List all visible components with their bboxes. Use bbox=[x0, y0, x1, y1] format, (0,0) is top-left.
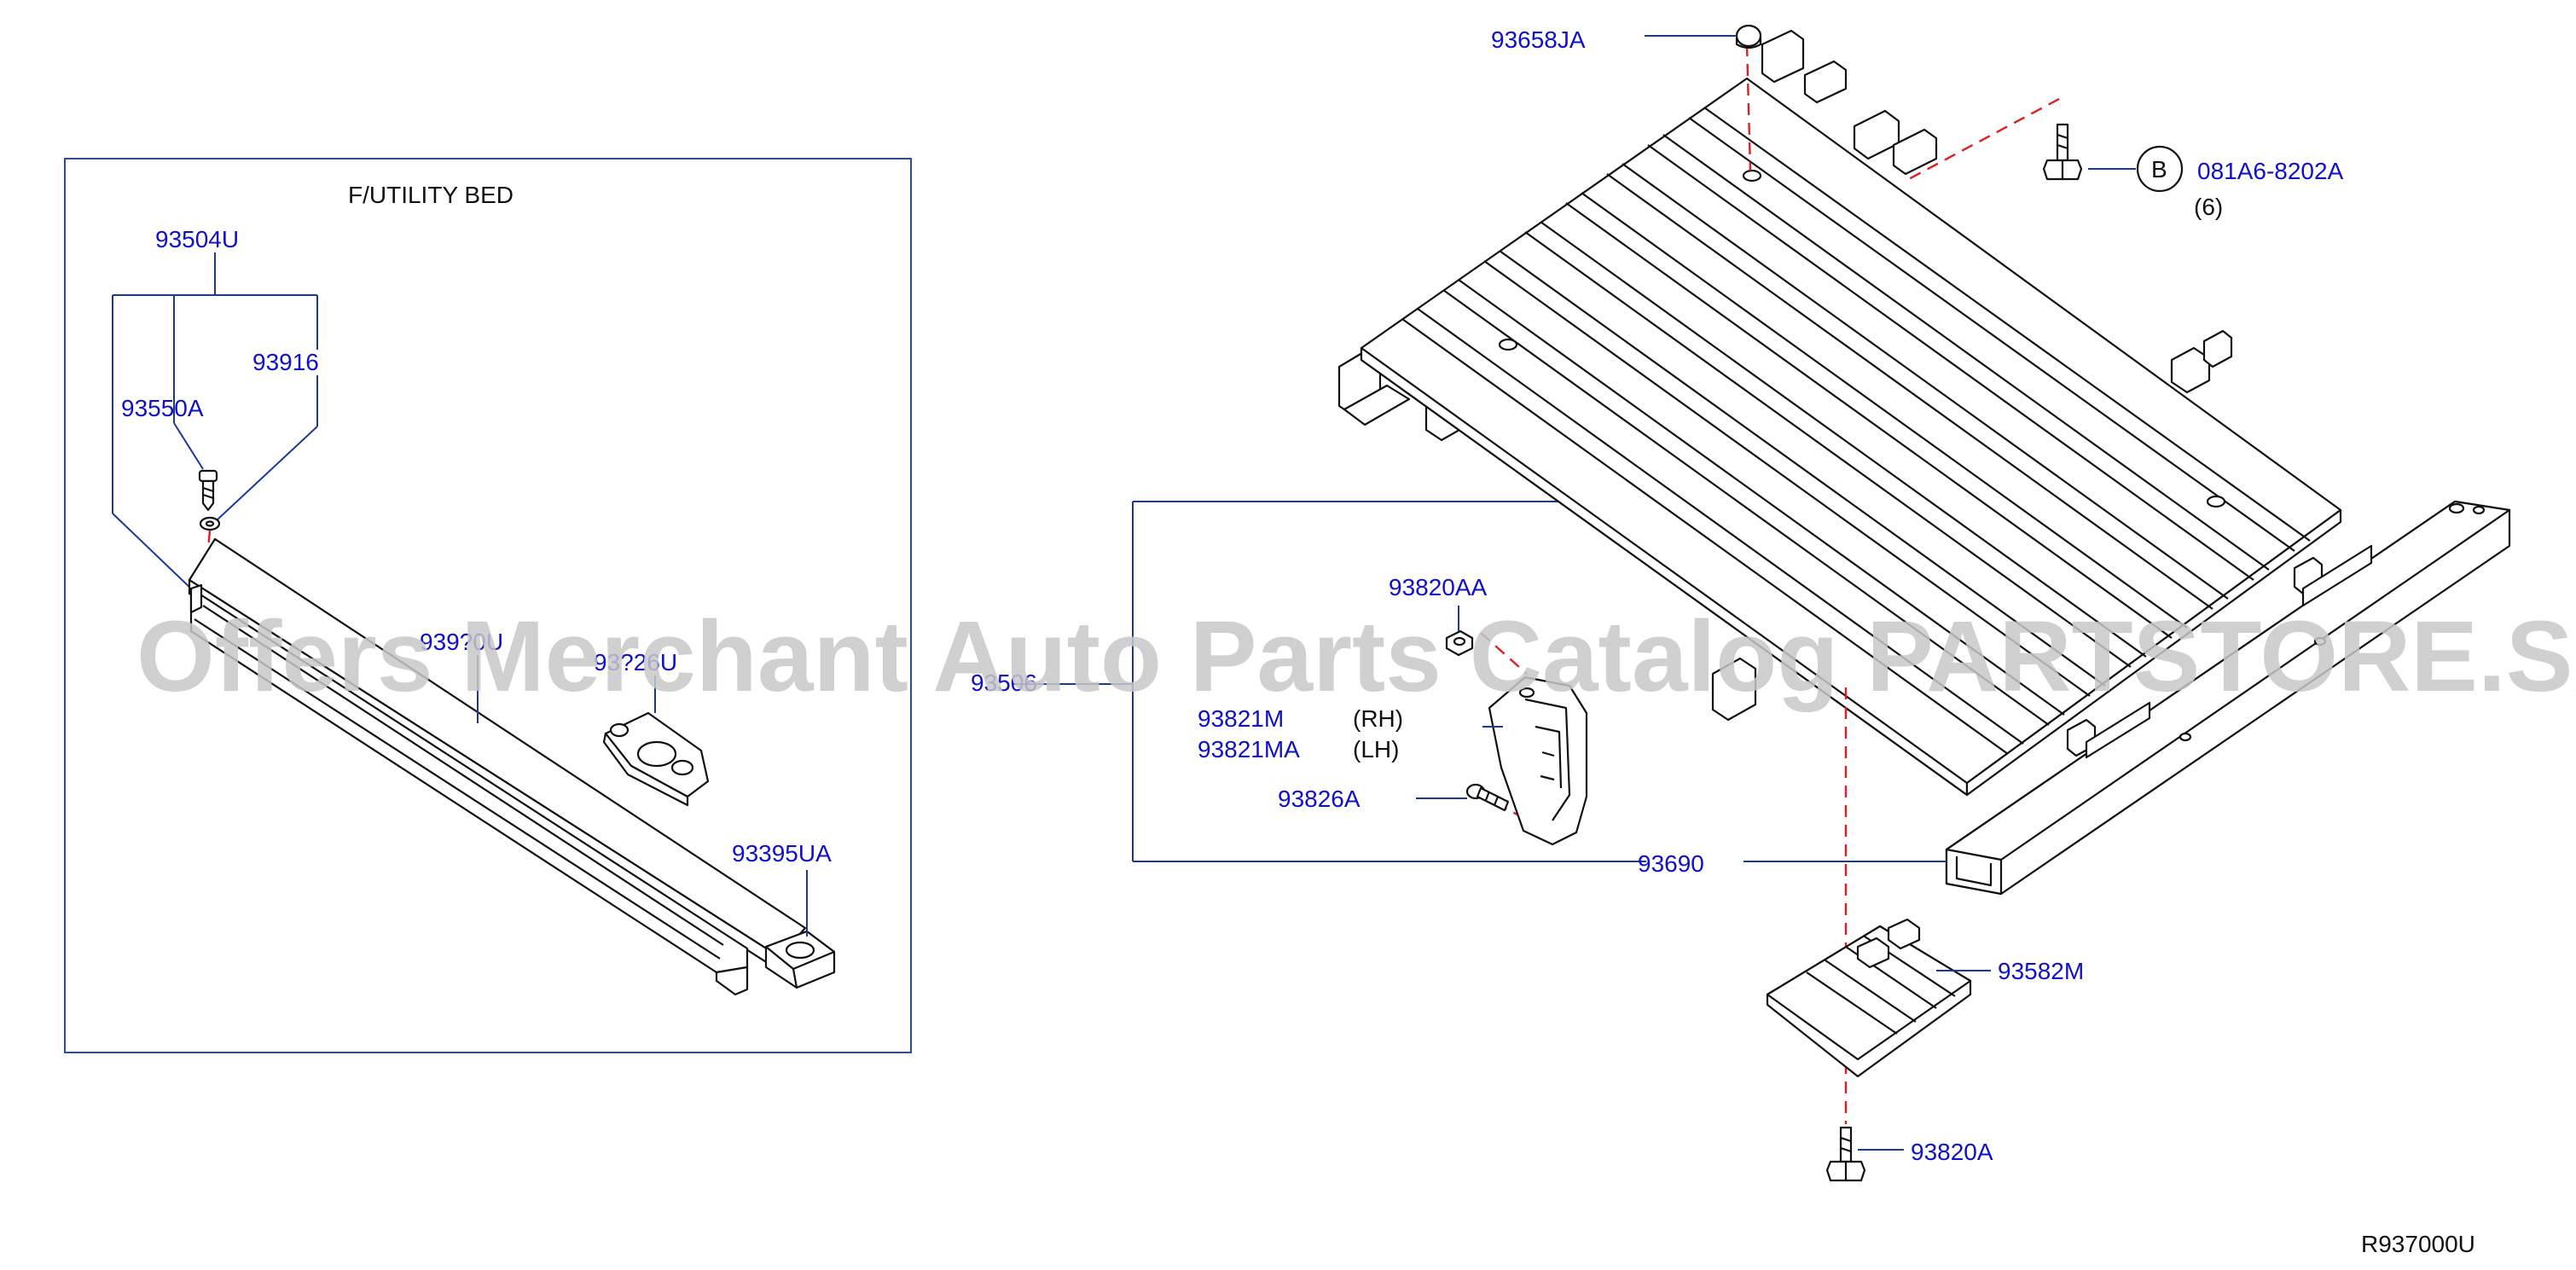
callout-93504U[interactable]: 93504U bbox=[155, 226, 239, 252]
tiedown-cleat bbox=[602, 711, 710, 807]
plug-93658JA bbox=[1735, 24, 1762, 49]
washer-hole bbox=[205, 520, 215, 527]
callout-93826A[interactable]: 93826A bbox=[1278, 786, 1361, 812]
phantom-line-nut bbox=[1480, 632, 1528, 675]
callout-93582M[interactable]: 93582M bbox=[1998, 958, 2084, 984]
callout-93395UA[interactable]: 93395UA bbox=[732, 840, 832, 867]
leader-935xx bbox=[1012, 501, 1646, 862]
callout-93550A[interactable]: 93550A bbox=[121, 395, 204, 421]
callout-93916[interactable]: 93916 bbox=[252, 349, 319, 375]
callout-93821M[interactable]: 93821M bbox=[1198, 705, 1284, 732]
bolt-93820A bbox=[1825, 1126, 1866, 1182]
callout-93658JA[interactable]: 93658JA bbox=[1491, 26, 1586, 53]
end-cap-93395UA bbox=[764, 930, 836, 989]
bed-rail-long bbox=[188, 537, 807, 996]
gusset-bracket bbox=[1488, 676, 1588, 846]
label-lh: (LH) bbox=[1353, 736, 1399, 763]
circle-b-label: B bbox=[2151, 156, 2167, 183]
screw-93550A bbox=[198, 469, 218, 512]
callout-081A6[interactable]: 081A6-8202A bbox=[2197, 158, 2344, 184]
screw-93826A bbox=[1465, 783, 1510, 812]
crossmember-bracket-93582M bbox=[1766, 918, 1972, 1078]
bolt-081A6 bbox=[2042, 123, 2083, 181]
watermark-text: Offers Merchant Auto Parts Catalog PARTS… bbox=[136, 600, 2576, 713]
side-rail-93690 bbox=[1945, 500, 2511, 896]
callout-93x26x[interactable]: 93?26U bbox=[594, 649, 677, 676]
nut-93820AA bbox=[1445, 629, 1474, 657]
inset-box bbox=[64, 158, 912, 1053]
inset-title: F/UTILITY BED bbox=[348, 182, 513, 208]
diagram-reference-code: R937000U bbox=[2361, 1231, 2475, 1257]
washer-93916 bbox=[199, 516, 221, 531]
callout-935xx[interactable]: 93506 bbox=[971, 670, 1037, 696]
phantom-line-plug bbox=[1745, 43, 1752, 171]
callout-93690[interactable]: 93690 bbox=[1638, 850, 1704, 877]
callout-93820AA[interactable]: 93820AA bbox=[1389, 574, 1488, 600]
callout-93821MA[interactable]: 93821MA bbox=[1198, 736, 1300, 763]
bed-floor-panel bbox=[1360, 77, 2342, 797]
circle-b-marker bbox=[2136, 145, 2184, 193]
callout-939x0U[interactable]: 939?0U bbox=[420, 629, 503, 655]
label-rh: (RH) bbox=[1353, 705, 1403, 732]
leader-93504U bbox=[112, 252, 318, 591]
quantity-6: (6) bbox=[2194, 194, 2223, 220]
callout-93820A[interactable]: 93820A bbox=[1911, 1139, 1993, 1165]
phantom-line-bolt bbox=[1905, 97, 2060, 183]
